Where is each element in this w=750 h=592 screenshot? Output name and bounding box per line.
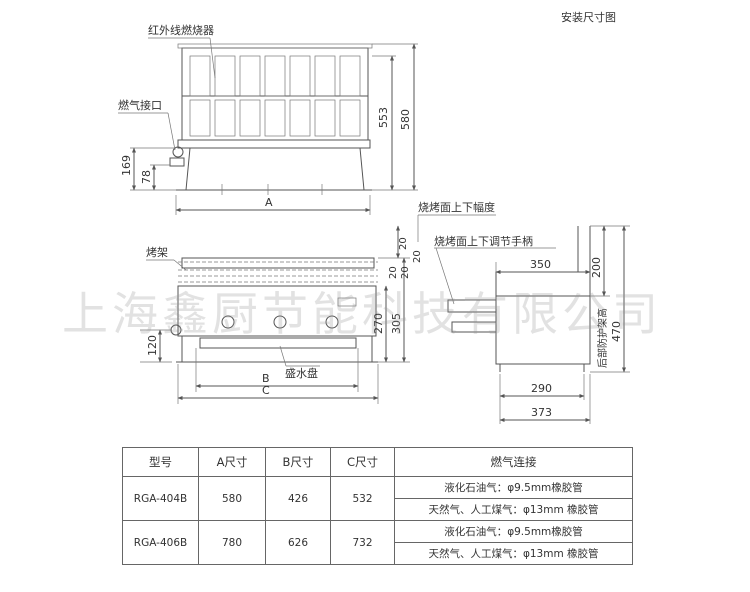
table-row: 天然气、人工煤气：φ13mm 橡胶管 bbox=[123, 498, 633, 521]
header-gas: 燃气连接 bbox=[394, 447, 633, 477]
top-view bbox=[169, 43, 373, 195]
header-c: C尺寸 bbox=[330, 447, 395, 477]
dim-270: 270 bbox=[372, 313, 385, 334]
table-row: 天然气、人工煤气：φ13mm 橡胶管 bbox=[123, 542, 633, 565]
burner-columns bbox=[189, 55, 361, 137]
front-view bbox=[170, 257, 378, 363]
cell-gas-lpg: 液化石油气：φ9.5mm橡胶管 bbox=[394, 476, 633, 499]
spec-table: 型号 A尺寸 B尺寸 C尺寸 燃气连接 RGA-404B 580 426 532… bbox=[122, 447, 633, 565]
dim-373: 373 bbox=[531, 406, 552, 419]
dim-c: C bbox=[262, 384, 270, 397]
watermark: 上海鑫厨节能科技有限公司 bbox=[62, 287, 662, 341]
dim-580: 580 bbox=[399, 109, 412, 130]
table-row: RGA-404B 580 426 532 液化石油气：φ9.5mm橡胶管 bbox=[122, 476, 633, 521]
dim-553: 553 bbox=[377, 107, 390, 128]
dim-305: 305 bbox=[390, 313, 403, 334]
header-a: A尺寸 bbox=[198, 447, 266, 477]
dim-b: B bbox=[262, 372, 270, 385]
cell-a: 780 bbox=[198, 520, 266, 565]
dim-350: 350 bbox=[530, 258, 551, 271]
table-header-row: 型号 A尺寸 B尺寸 C尺寸 燃气连接 bbox=[122, 447, 633, 477]
dim-200: 200 bbox=[590, 257, 603, 278]
header-b: B尺寸 bbox=[265, 447, 331, 477]
dim-20-c: 20 bbox=[400, 266, 411, 279]
dim-78: 78 bbox=[140, 170, 153, 184]
drip-tray-label: 盛水盘 bbox=[285, 366, 318, 380]
cell-c: 732 bbox=[330, 520, 395, 565]
grill-rack-label: 烤架 bbox=[146, 245, 168, 259]
rear-guard-label: 后部防护架高 bbox=[596, 308, 609, 368]
cell-c: 532 bbox=[330, 476, 395, 521]
cell-b: 426 bbox=[265, 476, 331, 521]
cell-a: 580 bbox=[198, 476, 266, 521]
dim-470: 470 bbox=[610, 321, 623, 342]
dim-20-b: 20 bbox=[388, 266, 399, 279]
dim-169: 169 bbox=[120, 155, 133, 176]
burner-label: 红外线燃烧器 bbox=[148, 23, 214, 37]
page-title: 安装尺寸图 bbox=[561, 11, 616, 24]
grill-range-label: 烧烤面上下幅度 bbox=[418, 200, 495, 214]
cell-model: RGA-406B bbox=[122, 520, 199, 565]
cell-gas-natural: 天然气、人工煤气：φ13mm 橡胶管 bbox=[394, 498, 633, 521]
gas-inlet-label: 燃气接口 bbox=[118, 98, 162, 112]
header-model: 型号 bbox=[122, 447, 199, 477]
dim-20-a: 20 bbox=[398, 237, 409, 250]
cell-gas-lpg: 液化石油气：φ9.5mm橡胶管 bbox=[394, 520, 633, 543]
dim-120: 120 bbox=[146, 335, 159, 356]
table-row: RGA-406B 780 626 732 液化石油气：φ9.5mm橡胶管 bbox=[122, 520, 633, 565]
dim-290: 290 bbox=[531, 382, 552, 395]
cell-b: 626 bbox=[265, 520, 331, 565]
installation-drawing: 红外线燃烧器 燃气接口 553 580 169 78 A 烤架 bbox=[118, 23, 630, 424]
dim-20-d: 20 bbox=[412, 250, 423, 263]
cell-model: RGA-404B bbox=[122, 476, 199, 521]
grill-handle-label: 烧烤面上下调节手柄 bbox=[434, 234, 533, 248]
dim-a: A bbox=[265, 196, 273, 209]
cell-gas-natural: 天然气、人工煤气：φ13mm 橡胶管 bbox=[394, 542, 633, 565]
